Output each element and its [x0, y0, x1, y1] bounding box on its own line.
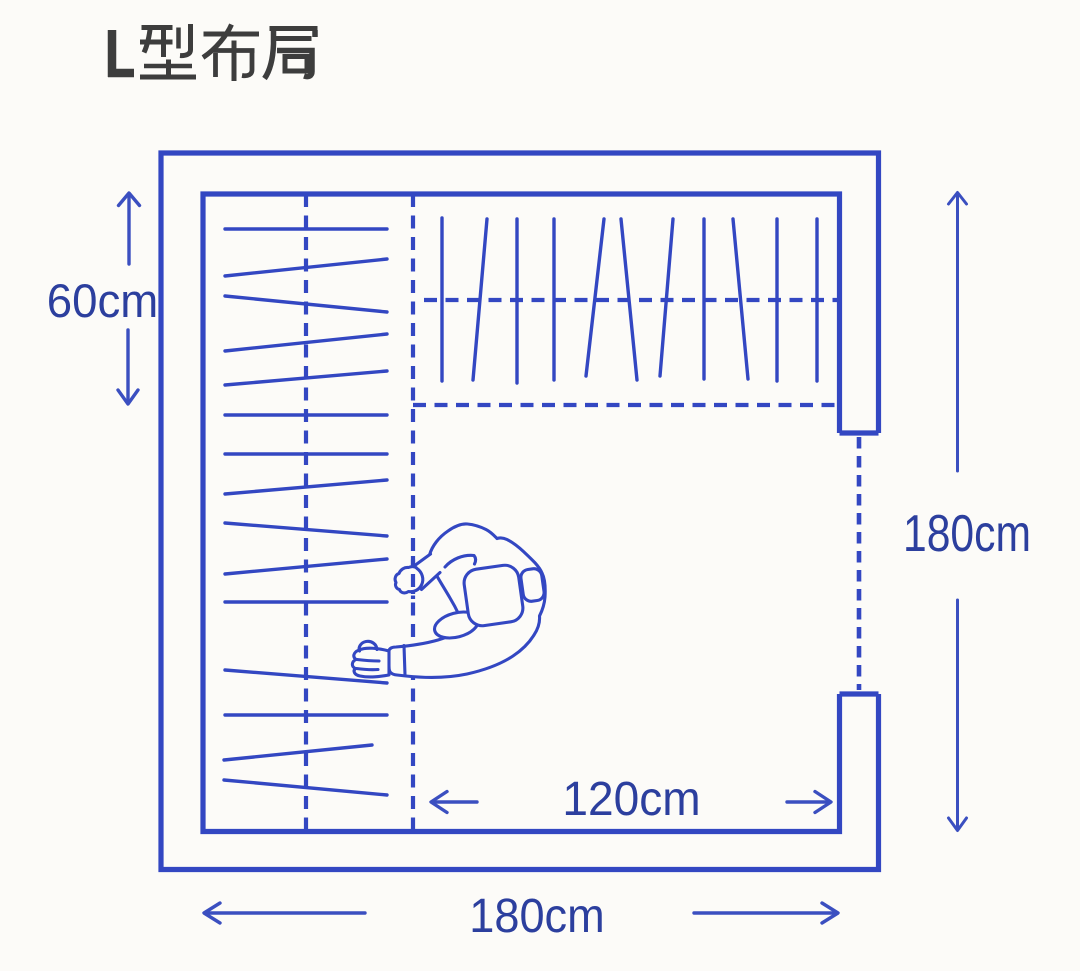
svg-text:180cm: 180cm	[469, 889, 604, 943]
svg-text:60cm: 60cm	[47, 274, 158, 327]
svg-text:120cm: 120cm	[562, 771, 700, 825]
svg-text:180cm: 180cm	[903, 505, 1031, 563]
